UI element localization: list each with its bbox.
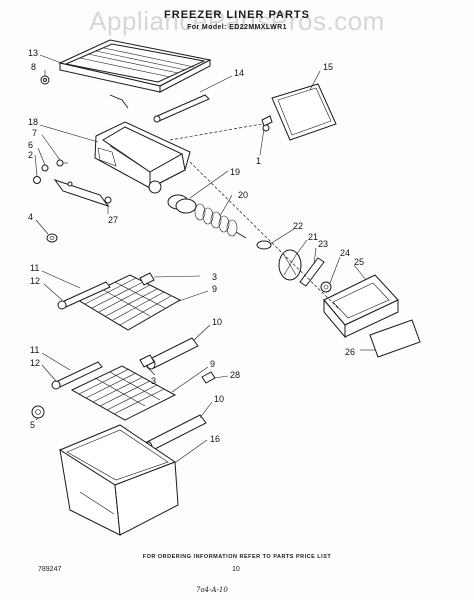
- part-11-upper-rail: [57, 281, 111, 310]
- callout-23: 23: [318, 239, 328, 249]
- part-23-lever: [299, 257, 325, 287]
- callout-9-upper: 9: [212, 284, 217, 294]
- part-16-drawer-bin: [58, 424, 179, 536]
- callout-6: 6: [28, 140, 33, 150]
- part-26-cover: [369, 319, 421, 358]
- part-21-wheel: [278, 249, 302, 281]
- callout-8: 8: [31, 62, 36, 72]
- callout-12-upper: 12: [30, 276, 40, 286]
- part-27-bracket: [53, 179, 112, 207]
- callout-5: 5: [30, 420, 35, 430]
- callout-12-lower: 12: [30, 358, 40, 368]
- part-1-clip: [261, 115, 273, 132]
- callout-25: 25: [354, 257, 364, 267]
- page-number: 10: [232, 566, 240, 573]
- callout-3-lower: 3: [151, 376, 156, 386]
- part-9-upper-wire-shelf: [76, 274, 182, 331]
- revision-mark: 7o4-A-10: [196, 586, 228, 594]
- callout-2: 2: [28, 150, 33, 160]
- callout-11-upper: 11: [30, 263, 39, 273]
- part-3-lower-clip: [139, 354, 155, 368]
- leader-lines: [34, 54, 376, 463]
- callout-1: 1: [256, 156, 261, 166]
- part-22-washer: [256, 240, 272, 250]
- model-line: For Model: ED22MMXLWR1: [187, 24, 287, 31]
- callout-19: 19: [230, 167, 240, 177]
- part-8-screw: [40, 75, 50, 85]
- callout-20: 20: [238, 190, 248, 200]
- part-19-collar: [167, 194, 197, 214]
- callout-4: 4: [28, 212, 33, 222]
- callout-27: 27: [108, 215, 118, 225]
- part-13-shelf-frame: [58, 39, 212, 109]
- part-9-lower-wire-shelf: [70, 365, 177, 421]
- part-3-upper-clip: [139, 272, 155, 286]
- part-11-lower-rail: [51, 361, 103, 390]
- alignment-line: [169, 123, 263, 141]
- alignment-line: [189, 161, 341, 311]
- part-25-chute: [323, 274, 399, 339]
- part-14-rod: [153, 94, 210, 123]
- part-20-spring: [194, 203, 247, 239]
- callout-11-lower: 11: [30, 345, 39, 355]
- part-15-panel: [271, 83, 337, 141]
- diagram-title: FREEZER LINER PARTS: [164, 9, 310, 21]
- part-5-foot: [31, 405, 45, 419]
- callout-7: 7: [32, 128, 37, 138]
- ordering-note: FOR ORDERING INFORMATION REFER TO PARTS …: [142, 554, 332, 560]
- part-6-screw: [41, 164, 49, 172]
- callout-21: 21: [308, 232, 318, 242]
- callout-9-lower: 9: [210, 359, 215, 369]
- document-number: 789247: [38, 566, 62, 573]
- watermark: AppliancePartsPros.com: [89, 6, 385, 36]
- part-28-clip: [201, 371, 216, 384]
- part-24-knob: [320, 281, 332, 293]
- callout-28: 28: [230, 370, 240, 380]
- callout-26: 26: [345, 347, 355, 357]
- part-18-housing: [94, 121, 191, 194]
- part-10-upper-tube: [146, 337, 199, 370]
- callout-10-lower: 10: [214, 394, 224, 404]
- part-2-screw: [33, 176, 41, 184]
- part-4-bushing: [46, 233, 58, 243]
- callout-22: 22: [293, 221, 303, 231]
- callout-10-upper: 10: [212, 317, 222, 327]
- part-10-lower-tube: [143, 414, 207, 453]
- callout-18: 18: [28, 117, 38, 127]
- callout-16: 16: [210, 434, 220, 444]
- part-7-screw: [56, 159, 68, 167]
- callout-13: 13: [28, 48, 38, 58]
- callout-14: 14: [234, 68, 244, 78]
- callout-3-upper: 3: [212, 272, 217, 282]
- callout-24: 24: [340, 248, 350, 258]
- callout-labels: 13 8 14 15 18 7 6 2 1 19 20 27 4 22 21 2…: [28, 48, 364, 444]
- callout-15: 15: [323, 62, 333, 72]
